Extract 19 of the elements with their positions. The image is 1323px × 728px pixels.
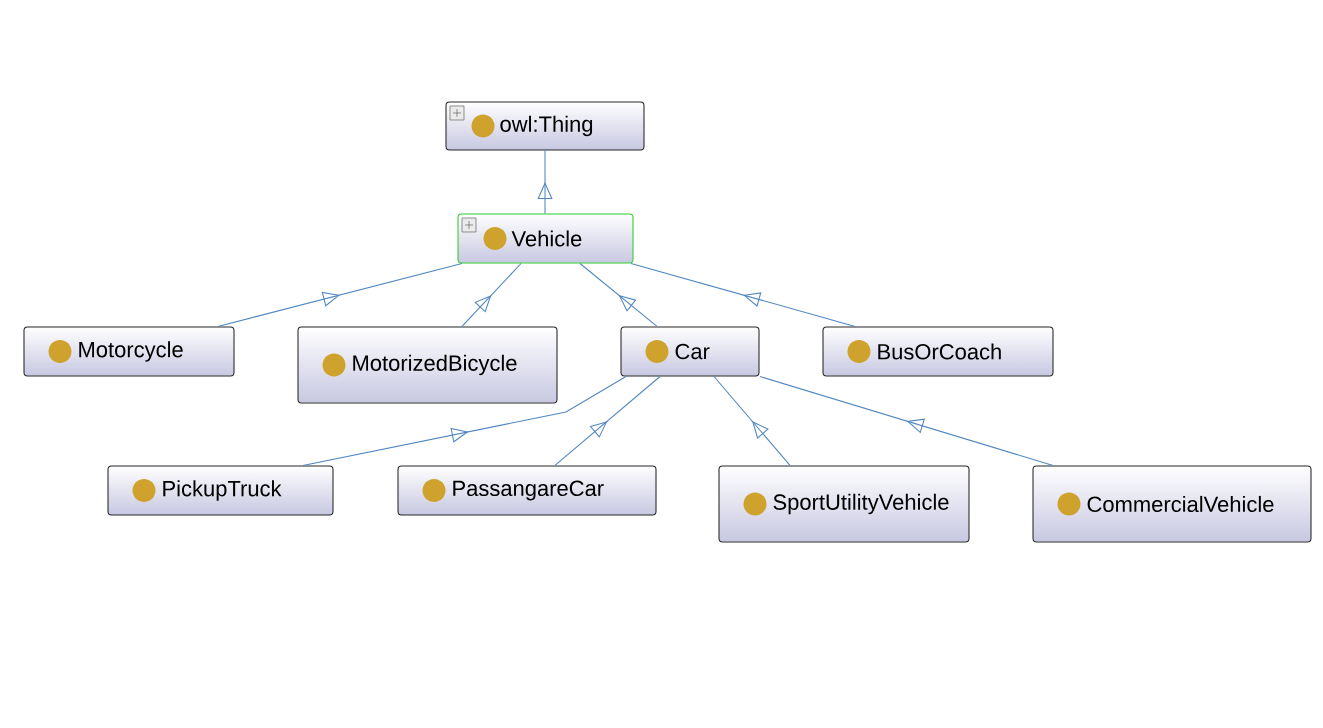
class-box: PickupTruck [107,465,334,516]
class-box: Motorcycle [23,326,235,377]
class-box: CommercialVehicle [1032,465,1312,543]
class-box: PassangareCar [397,465,657,516]
subclass-arrow [759,376,1054,466]
class-box: BusOrCoach [822,326,1054,377]
class-box: owl:Thing [445,101,645,151]
class-box: MotorizedBicycle [297,326,558,404]
subclass-arrow [537,150,553,214]
class-box: SportUtilityVehicle [718,465,970,543]
subclass-arrow [217,263,463,327]
subclass-arrow [461,263,522,327]
class-box: Car [620,326,760,377]
subclass-arrow [579,263,658,327]
class-box: Vehicle [457,213,634,264]
subclass-arrow [302,376,627,466]
subclass-arrow [630,263,856,327]
subclass-arrow [713,376,791,466]
subclass-arrow [554,376,661,466]
